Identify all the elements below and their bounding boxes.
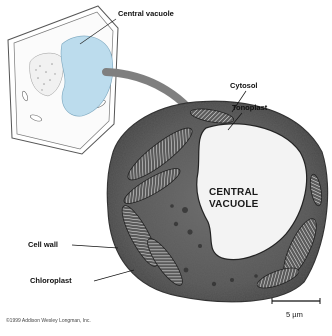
vacuole-text-line1: CENTRAL [209,187,258,198]
scale-bar-label: 5 µm [286,310,303,319]
vacuole-text-line2: VACUOLE [209,199,259,210]
label-cell-wall: Cell wall [28,241,58,249]
copyright-notice: ©1999 Addison Wesley Longman, Inc. [6,318,91,324]
label-tonoplast: Tonoplast [232,104,267,112]
label-chloroplast: Chloroplast [30,277,72,285]
cell-wall-leader [72,245,118,248]
schematic-cell [8,6,118,154]
label-central-vacuole: Central vacuole [118,10,174,18]
label-cytosol: Cytosol [230,82,258,90]
chloroplast-leader [94,270,134,281]
